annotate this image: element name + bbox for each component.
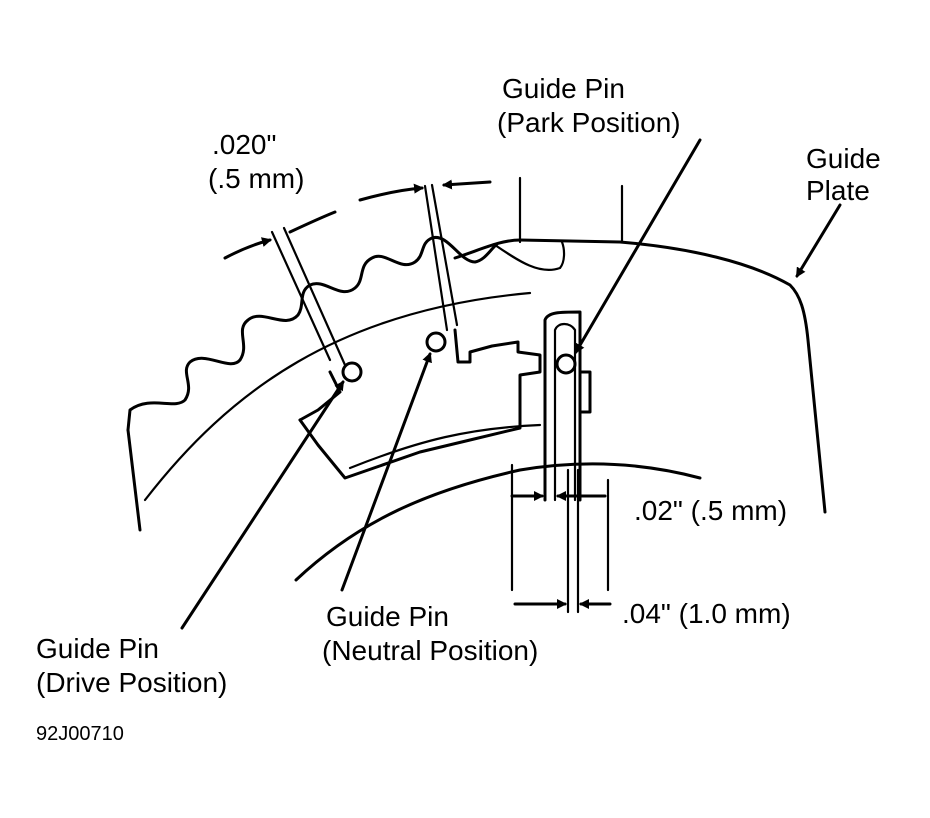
dim-arrow-right — [442, 179, 492, 190]
dim-line-right-b — [430, 183, 459, 327]
plate-left-edge — [126, 428, 142, 532]
dim-line-right-a — [423, 184, 449, 332]
leader-drive — [180, 380, 345, 630]
figure-id: 92J00710 — [36, 723, 124, 745]
dim-arc-left — [288, 210, 337, 234]
park-label-line1: Guide Pin — [502, 73, 625, 104]
leader-park — [574, 138, 702, 354]
drive-label-line1: Guide Pin — [36, 633, 159, 664]
guide-pin-park — [555, 353, 577, 375]
park-slot-inner — [553, 322, 577, 502]
guide-plate-notch — [493, 240, 566, 271]
plate-label-line1: Guide — [806, 143, 881, 174]
neutral-label-line2: (Neutral Position) — [322, 635, 539, 666]
dim-arc-mid — [358, 183, 424, 202]
guide-pin-drive — [341, 361, 363, 383]
park-label-line2: (Park Position) — [497, 107, 681, 138]
gap-bottom-label: .04" (1.0 mm) — [622, 598, 791, 629]
gap-right-label: .02" (.5 mm) — [634, 495, 788, 526]
park-slot-tab — [578, 370, 592, 414]
drive-label-line2: (Drive Position) — [36, 667, 228, 698]
neutral-label-line1: Guide Pin — [326, 601, 449, 632]
track-upper-arc — [143, 291, 532, 502]
gap-top-label-line1: .020" — [212, 129, 277, 160]
pin-cutout — [298, 328, 542, 480]
leader-neutral — [340, 352, 432, 592]
dim-arrow-left — [223, 237, 272, 260]
park-slot — [543, 310, 582, 502]
gap-top-label-line2: (.5 mm) — [208, 163, 305, 194]
dim-line-left-a — [270, 230, 332, 362]
guide-pin-neutral — [425, 331, 447, 353]
dim-line-left-b — [282, 226, 347, 367]
leader-plate — [795, 203, 842, 278]
plate-label-line2: Plate — [806, 175, 870, 206]
track-mid-arc — [348, 423, 542, 470]
